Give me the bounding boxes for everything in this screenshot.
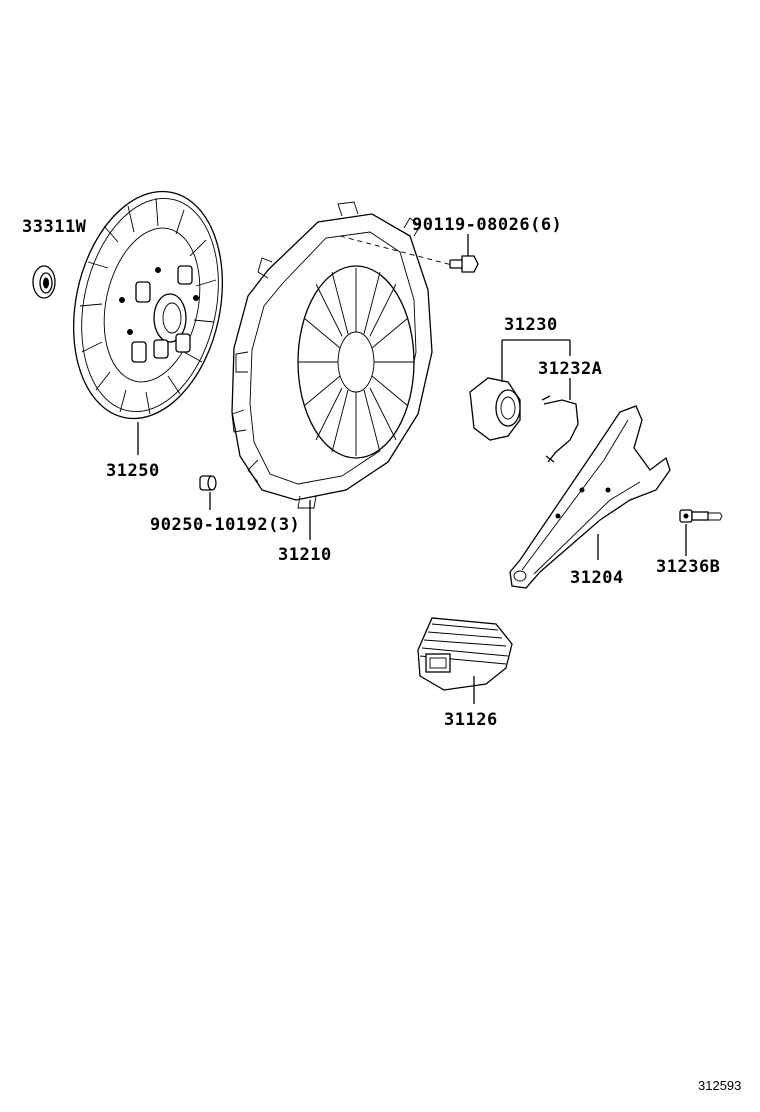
release-fork-boot-31126 (417, 617, 513, 691)
label-90119[interactable]: 90119-08026(6) (412, 215, 562, 235)
diagram-reference-number: 312593 (698, 1078, 741, 1093)
label-31232a[interactable]: 31232A (538, 359, 602, 379)
label-31230[interactable]: 31230 (504, 315, 558, 335)
release-clip-31232a (541, 395, 579, 463)
label-31236b[interactable]: 31236B (656, 557, 720, 577)
clutch-disc-31250 (72, 190, 224, 420)
pressure-plate-cover-31210 (231, 201, 433, 509)
label-31126[interactable]: 31126 (444, 710, 498, 730)
label-31204[interactable]: 31204 (570, 568, 624, 588)
label-31210[interactable]: 31210 (278, 545, 332, 565)
dowel-pin-90250 (199, 475, 217, 491)
bolt-90119 (339, 235, 479, 273)
pilot-bearing-33311w (32, 265, 56, 299)
release-fork-31204 (509, 405, 671, 589)
label-33311w[interactable]: 33311W (22, 217, 87, 237)
fork-pivot-31236b (679, 509, 723, 523)
label-90250[interactable]: 90250-10192(3) (150, 515, 300, 535)
release-bearing-31230 (469, 377, 521, 441)
label-31250[interactable]: 31250 (106, 461, 160, 481)
